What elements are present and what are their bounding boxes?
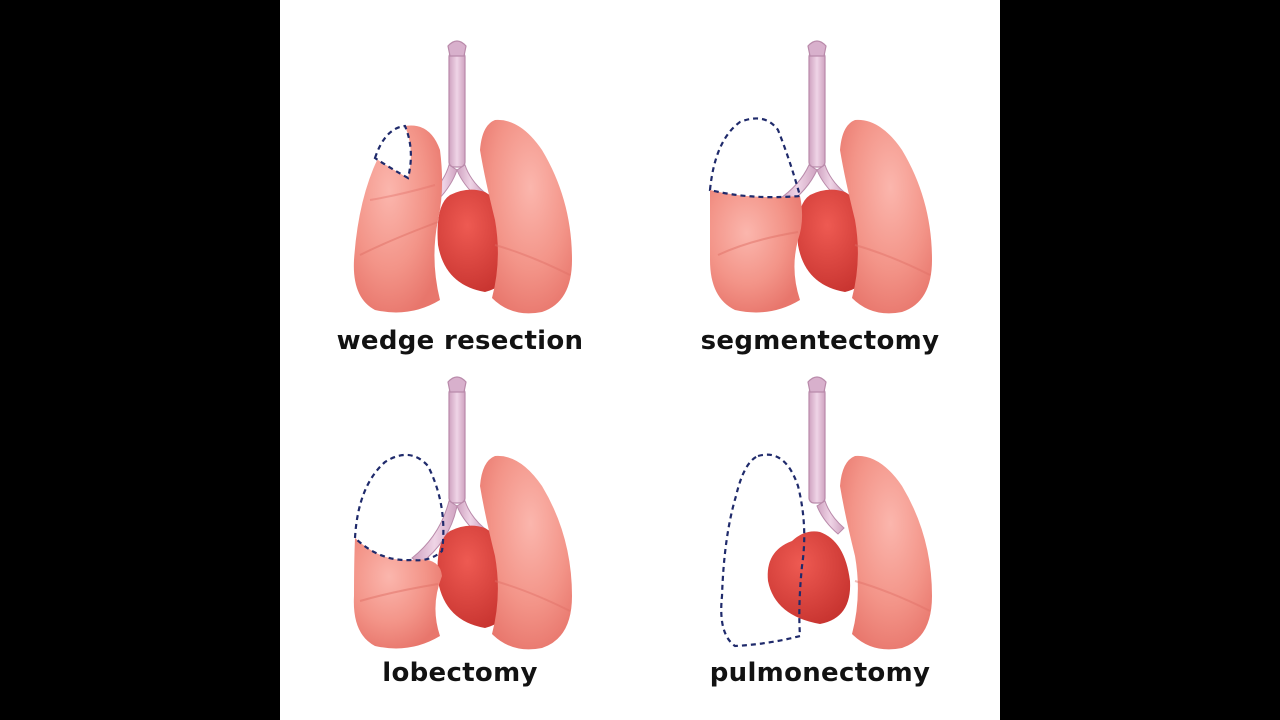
lungs-illustration — [353, 40, 572, 314]
lung-left — [710, 190, 803, 313]
lung-right — [480, 119, 572, 314]
lungs-illustration — [708, 40, 932, 314]
lung-left — [353, 538, 442, 649]
lung-right — [840, 455, 932, 650]
heart — [437, 525, 513, 628]
heart — [797, 189, 873, 292]
diagram-panel: wedge resection segmentectomy — [280, 0, 1000, 720]
panel-label: pulmonectomy — [709, 658, 931, 688]
figure-lobectomy: lobectomy — [280, 336, 640, 696]
lungs-illustration — [353, 376, 572, 650]
trachea — [807, 376, 845, 535]
figure-segmentectomy: segmentectomy — [640, 0, 1000, 360]
panel-label: lobectomy — [382, 658, 538, 688]
figure-wedge-resection: wedge resection — [280, 0, 640, 360]
heart — [437, 189, 513, 292]
resection-outline — [720, 453, 806, 648]
heart — [767, 531, 851, 624]
resection-outline — [708, 117, 802, 199]
lung-right — [840, 119, 932, 314]
lung-right — [480, 455, 572, 650]
panel-label: wedge resection — [336, 326, 584, 356]
figure-pulmonectomy: pulmonectomy — [640, 336, 1000, 696]
lung-left — [353, 125, 443, 313]
resection-outline — [373, 124, 412, 180]
panel-label: segmentectomy — [700, 326, 940, 356]
lungs-illustration — [720, 376, 932, 650]
trachea — [777, 40, 845, 207]
trachea — [411, 376, 485, 565]
